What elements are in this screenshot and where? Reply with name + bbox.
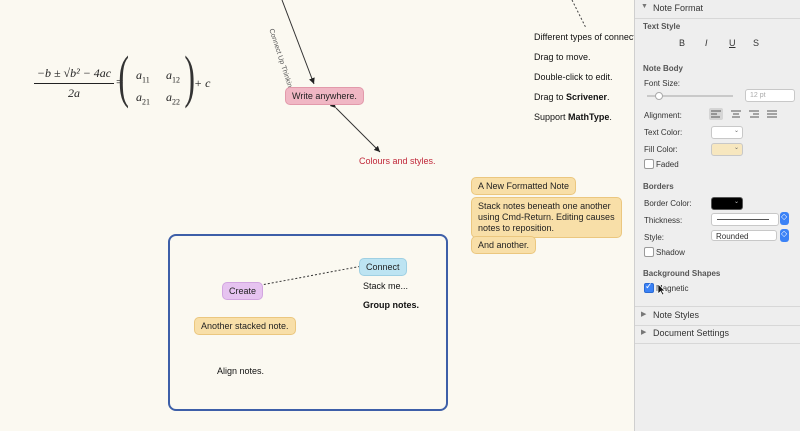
matrix-a11: a11 xyxy=(136,68,150,85)
mouse-cursor-icon xyxy=(657,283,666,296)
thickness-line-preview xyxy=(717,219,769,220)
create-connect-line[interactable] xyxy=(255,265,363,287)
shadow-label: Shadow xyxy=(656,248,685,257)
note-group-notes[interactable]: Group notes. xyxy=(363,300,419,310)
align-right-icon[interactable] xyxy=(749,110,759,118)
note-colours-and-styles[interactable]: Colours and styles. xyxy=(359,156,436,166)
magnetic-label: Magnetic xyxy=(656,284,689,293)
align-center-icon[interactable] xyxy=(731,110,741,118)
bold-button[interactable]: B xyxy=(679,38,686,48)
border-color-label: Border Color: xyxy=(644,199,692,208)
note-align-notes[interactable]: Align notes. xyxy=(217,366,265,376)
list-item-support-mathtype[interactable]: Support MathType. xyxy=(534,112,612,122)
matrix-a12: a12 xyxy=(166,68,180,85)
matrix-a21: a21 xyxy=(136,90,150,107)
disclosure-open-icon: ▼ xyxy=(641,3,648,10)
list-item-drag-to-scrivener[interactable]: Drag to Scrivener. xyxy=(534,92,610,102)
disclosure-closed-icon: ▶ xyxy=(641,311,647,318)
thickness-label: Thickness: xyxy=(644,216,683,225)
note-stack-me[interactable]: Stack me... xyxy=(363,281,409,291)
fill-color-well[interactable] xyxy=(711,143,743,156)
note-formatted[interactable]: A New Formatted Note xyxy=(471,177,577,195)
connection-lines xyxy=(255,0,587,287)
faded-checkbox[interactable] xyxy=(644,159,654,169)
disclosure-closed-icon: ▶ xyxy=(641,329,647,336)
matrix-a22: a22 xyxy=(166,90,180,107)
list-item-double-click[interactable]: Double-click to edit. xyxy=(534,72,613,82)
chevron-down-icon: ⌄ xyxy=(734,199,740,205)
text-style-heading: Text Style xyxy=(643,22,681,31)
style-label: Style: xyxy=(644,233,665,242)
chevron-down-icon: ⌄ xyxy=(734,145,740,151)
shadow-checkbox[interactable] xyxy=(644,247,654,257)
alignment-label: Alignment: xyxy=(644,111,682,120)
align-left-icon xyxy=(711,110,721,118)
note-stack-notes[interactable]: Stack notes beneath one another using Cm… xyxy=(471,197,622,238)
section-note-styles[interactable]: ▶ Note Styles xyxy=(635,306,800,326)
style-select[interactable]: Rounded xyxy=(711,230,777,241)
note-create[interactable]: Create xyxy=(222,282,264,300)
section-note-format[interactable]: ▼ Note Format xyxy=(635,0,800,19)
mind-map-canvas[interactable]: Connect Up Thinking −b ± √b² − 4ac 2a = … xyxy=(0,0,634,431)
font-size-slider[interactable] xyxy=(647,95,733,97)
matrix-left-paren: ( xyxy=(118,44,129,109)
formula-plus-c: + c xyxy=(194,76,211,90)
border-color-well[interactable] xyxy=(711,197,743,210)
note-body-heading: Note Body xyxy=(643,64,683,73)
list-item-connection-types[interactable]: Different types of connecti xyxy=(534,32,634,42)
dashed-line-top-right[interactable] xyxy=(571,0,587,29)
top-arrow-line[interactable] xyxy=(281,0,315,85)
formula-equals: = xyxy=(116,74,124,89)
note-and-another[interactable]: And another. xyxy=(471,236,537,254)
text-color-label: Text Color: xyxy=(644,128,683,137)
formula-fraction: −b ± √b² − 4ac 2a xyxy=(34,66,114,101)
list-item-drag-to-move[interactable]: Drag to move. xyxy=(534,52,591,62)
colour-arrow-line[interactable] xyxy=(329,101,381,153)
chevron-down-icon: ⌄ xyxy=(734,128,740,134)
matrix-right-paren: ) xyxy=(184,44,195,109)
font-size-label: Font Size: xyxy=(644,79,681,88)
note-write-anywhere[interactable]: Write anywhere. xyxy=(285,87,364,105)
faded-label: Faded xyxy=(656,160,679,169)
strikethrough-button[interactable]: S xyxy=(753,38,760,48)
formula-denominator: 2a xyxy=(68,86,80,100)
underline-button[interactable]: U xyxy=(729,38,736,48)
borders-heading: Borders xyxy=(643,182,674,191)
inspector-panel: ▼ Note Format Text Style B I U S Note Bo… xyxy=(634,0,800,431)
fill-color-label: Fill Color: xyxy=(644,145,678,154)
note-connect[interactable]: Connect xyxy=(359,258,407,276)
section-document-settings[interactable]: ▶ Document Settings xyxy=(635,325,800,344)
note-another-stacked[interactable]: Another stacked note. xyxy=(194,317,296,335)
group-box[interactable] xyxy=(168,234,448,411)
font-size-slider-knob[interactable] xyxy=(655,92,663,100)
font-size-field[interactable]: 12 pt xyxy=(745,89,795,102)
italic-button[interactable]: I xyxy=(705,38,708,48)
formula-numerator: −b ± √b² − 4ac xyxy=(34,66,114,84)
align-justify-icon[interactable] xyxy=(767,110,777,118)
thickness-stepper[interactable] xyxy=(780,212,789,225)
magnetic-checkbox[interactable] xyxy=(644,281,654,293)
text-color-well[interactable] xyxy=(711,126,743,139)
style-stepper[interactable] xyxy=(780,229,789,242)
background-shapes-heading: Background Shapes xyxy=(643,269,721,278)
